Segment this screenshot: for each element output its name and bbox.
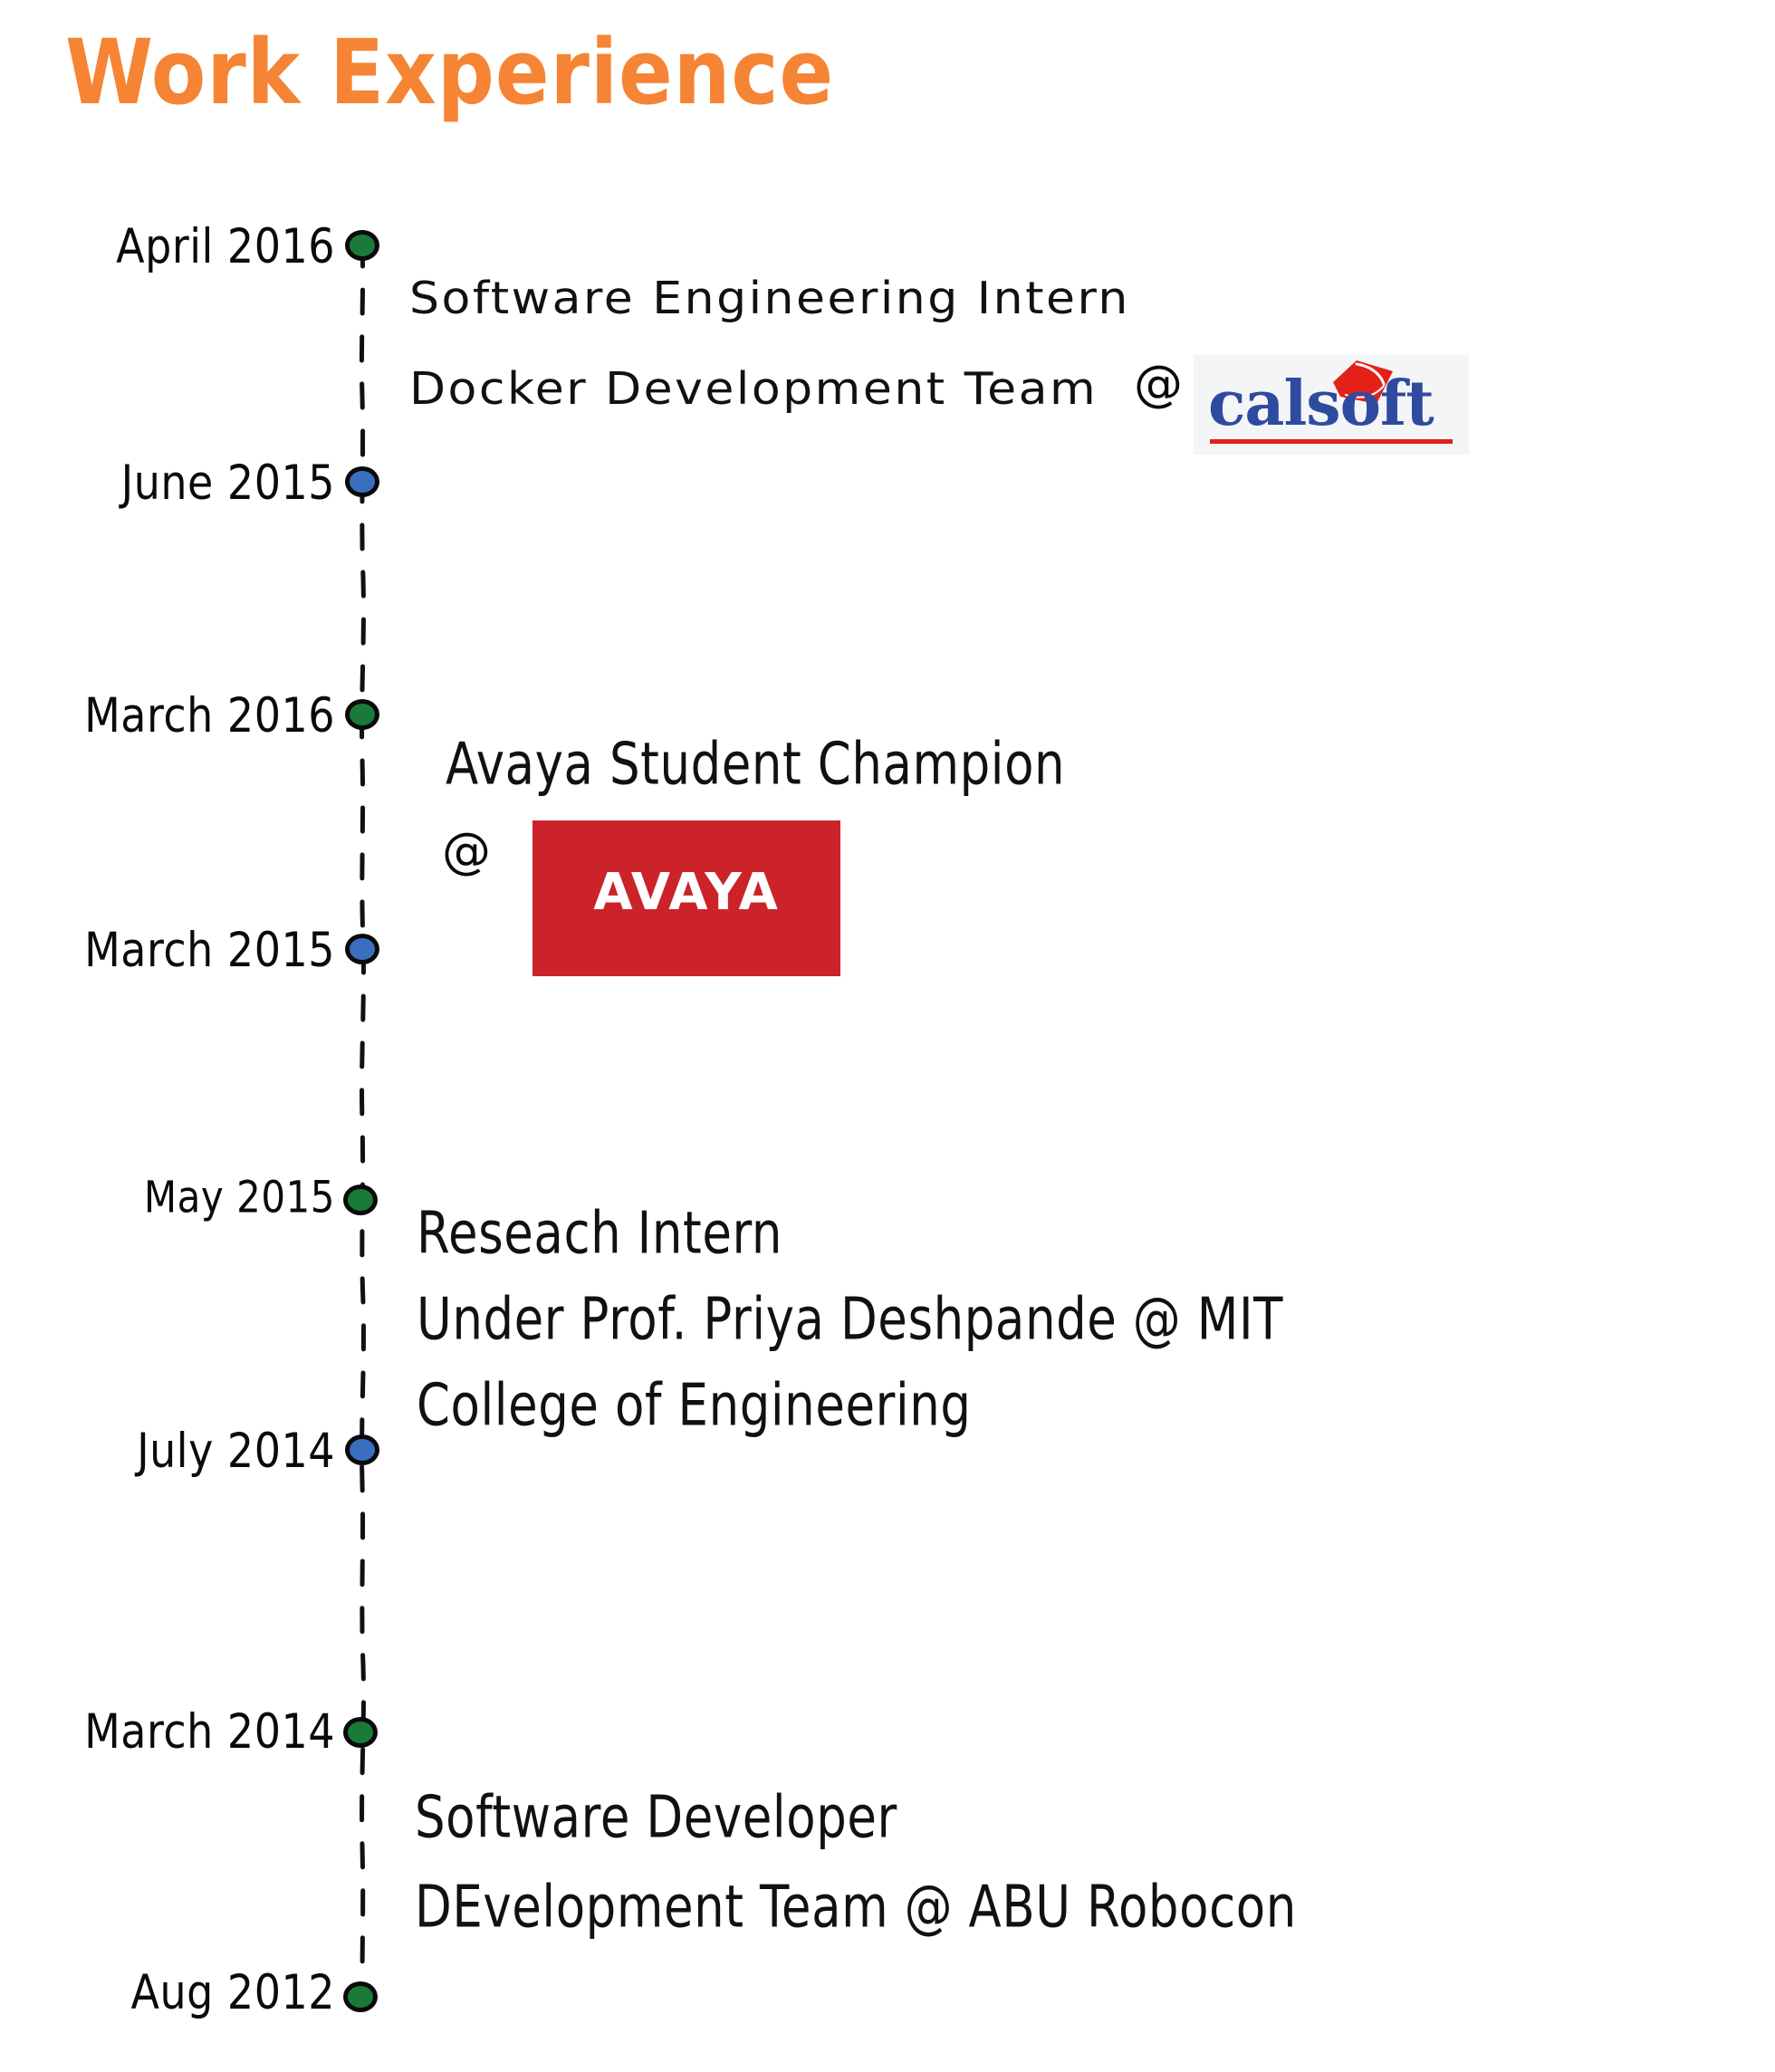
experience-entry-avaya: Avaya Student Champion	[446, 730, 1078, 797]
entry-role-robocon: Software Developer	[415, 1783, 897, 1851]
timeline-dot-march-2014[interactable]	[343, 1717, 378, 1748]
timeline-dot-july-2014[interactable]	[345, 1434, 379, 1465]
entry-detail-robocon-team: DEvelopment Team @ ABU Robocon	[415, 1873, 1297, 1941]
timeline-date-march-2016: March 2016	[84, 687, 335, 743]
timeline-dot-june-2015[interactable]	[345, 466, 379, 497]
timeline-date-may-2015: May 2015	[143, 1172, 335, 1223]
entry-team-calsoft: Docker Development Team	[409, 363, 1099, 416]
timeline-dot-march-2015[interactable]	[345, 934, 379, 964]
calsoft-wordmark: calsoft	[1208, 368, 1434, 440]
timeline-date-july-2014: July 2014	[137, 1423, 335, 1479]
timeline-dot-april-2016[interactable]	[345, 230, 379, 261]
timeline-date-march-2014: March 2014	[84, 1703, 335, 1760]
timeline-date-march-2015: March 2015	[84, 922, 335, 978]
timeline-axis	[359, 240, 366, 2031]
timeline-dot-may-2015[interactable]	[343, 1185, 378, 1215]
page-title: Work Experience	[65, 20, 835, 125]
entry-role-research: Reseach Intern	[417, 1199, 783, 1267]
entry-detail-research-college: College of Engineering	[417, 1371, 972, 1439]
entry-role-calsoft: Software Engineering Intern	[409, 273, 1130, 325]
timeline-dot-march-2016[interactable]	[345, 699, 379, 730]
experience-entry-research: Reseach Intern Under Prof. Priya Deshpan…	[417, 1199, 1301, 1438]
timeline-dashed-line-svg	[359, 240, 366, 2031]
timeline-date-june-2015: June 2015	[120, 455, 335, 511]
timeline-dot-aug-2012[interactable]	[343, 1981, 378, 2012]
avaya-logo: AVAYA	[532, 820, 840, 976]
at-symbol-calsoft: @	[1134, 355, 1183, 412]
calsoft-logo: calsoft	[1194, 355, 1469, 455]
at-symbol-avaya: @	[442, 822, 491, 879]
timeline-date-april-2016: April 2016	[116, 218, 335, 274]
entry-role-avaya: Avaya Student Champion	[446, 730, 1066, 798]
timeline-date-aug-2012: Aug 2012	[130, 1964, 335, 2020]
calsoft-swoosh-icon	[1333, 360, 1393, 404]
experience-entry-calsoft: Software Engineering Intern Docker Devel…	[409, 272, 1130, 417]
entry-detail-research-professor: Under Prof. Priya Deshpande @ MIT	[417, 1285, 1284, 1353]
experience-entry-robocon: Software Developer DEvelopment Team @ AB…	[415, 1783, 1315, 1940]
avaya-wordmark: AVAYA	[593, 863, 780, 922]
calsoft-underline	[1210, 439, 1453, 444]
